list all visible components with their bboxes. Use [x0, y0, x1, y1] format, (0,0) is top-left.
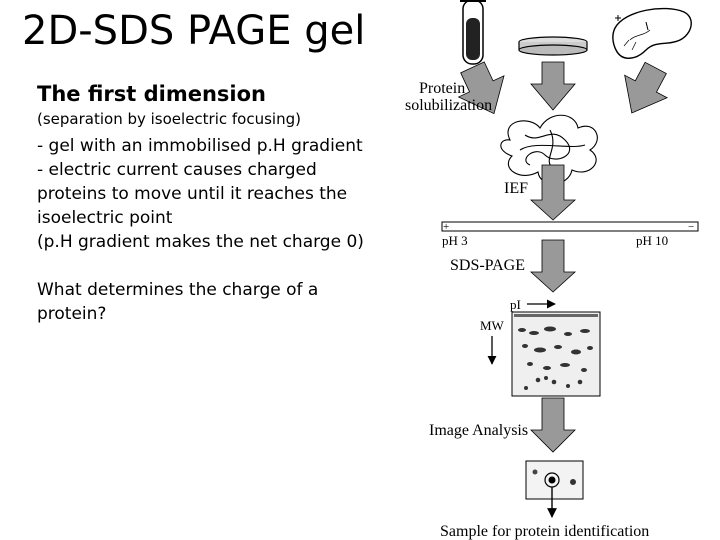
question-line: protein?	[37, 302, 357, 326]
step-solubilization-line2: solubilization	[405, 97, 492, 114]
body-text: - gel with an immobilised p.H gradient -…	[37, 134, 397, 254]
step-sample-identification: Sample for protein identification	[440, 523, 649, 540]
strip-right-label: pH 10	[636, 233, 668, 248]
section-subnote: (separation by isoelectric focusing)	[37, 110, 301, 128]
body-line: proteins to move until it reaches the	[37, 182, 397, 206]
body-line: - electric current causes charged	[37, 158, 397, 182]
input-arrows	[450, 57, 677, 125]
body-line: isoelectric point	[37, 206, 397, 230]
body-line: (p.H gradient makes the net charge 0)	[37, 230, 397, 254]
section-heading: The first dimension	[37, 82, 266, 106]
slide-title: 2D-SDS PAGE gel	[22, 8, 365, 54]
pi-label: pI	[510, 297, 521, 312]
arrow-to-sds	[531, 240, 575, 292]
strip-left-label: pH 3	[442, 233, 468, 248]
arrow-to-analysis	[531, 398, 575, 452]
gel-image	[512, 312, 600, 396]
petri-dish-icon	[519, 37, 587, 55]
ief-strip: + −	[442, 221, 698, 233]
step-ief: IEF	[504, 180, 528, 197]
selected-spot-panel	[526, 461, 583, 517]
step-solubilization-line1: Protein	[419, 80, 465, 97]
strip-minus-label: −	[688, 221, 694, 233]
workflow-diagram: Protein solubilization IEF + − pH 3 pH 1…	[400, 0, 720, 540]
step-image-analysis: Image Analysis	[429, 422, 528, 439]
body-line: - gel with an immobilised p.H gradient	[37, 134, 397, 158]
arrow-to-ief	[531, 165, 575, 220]
mw-label: MW	[480, 318, 505, 333]
test-tube-icon	[460, 0, 486, 64]
step-sds-page: SDS-PAGE	[450, 257, 525, 274]
question-line: What determines the charge of a	[37, 278, 357, 302]
question-text: What determines the charge of a protein?	[37, 278, 357, 326]
organ-tissue-icon	[613, 9, 691, 59]
strip-plus-label: +	[443, 221, 449, 233]
